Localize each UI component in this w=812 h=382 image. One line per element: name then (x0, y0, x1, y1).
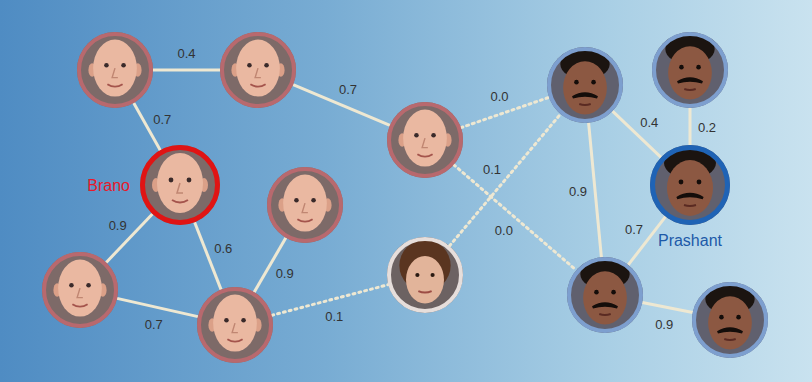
similarity-edge (106, 214, 152, 263)
similarity-edge (454, 165, 576, 270)
face-ring (650, 145, 730, 225)
similarity-score: 0.4 (640, 115, 658, 130)
similarity-score: 0.7 (153, 112, 171, 127)
similarity-score: 0.9 (569, 184, 587, 199)
similarity-edge (613, 111, 662, 157)
face-node (197, 287, 273, 363)
face-ring (652, 32, 728, 108)
face-ring (547, 47, 623, 123)
face-node (652, 32, 728, 108)
similarity-edge (117, 298, 198, 316)
face-node: Brano (140, 145, 220, 225)
similarity-score: 0.6 (214, 241, 232, 256)
similarity-score: 0.7 (625, 222, 643, 237)
similarity-edge (589, 123, 602, 257)
face-node (387, 102, 463, 178)
face-ring (220, 32, 296, 108)
face-node (567, 257, 643, 333)
face-ring (567, 257, 643, 333)
similarity-score: 0.1 (483, 162, 501, 177)
face-node (387, 237, 463, 313)
similarity-score: 0.7 (145, 317, 163, 332)
face-ring (77, 32, 153, 108)
face-node (547, 47, 623, 123)
similarity-score: 0.7 (339, 82, 357, 97)
similarity-score: 0.0 (490, 89, 508, 104)
similarity-edge (449, 114, 560, 246)
similarity-score: 0.2 (698, 120, 716, 135)
similarity-score: 0.1 (325, 309, 343, 324)
face-ring (140, 145, 220, 225)
similarity-score: 0.9 (109, 218, 127, 233)
similarity-edge (254, 238, 286, 292)
similarity-edge (134, 103, 161, 150)
similarity-score: 0.4 (177, 46, 195, 61)
face-node (42, 252, 118, 328)
face-node (77, 32, 153, 108)
similarity-score: 0.9 (276, 266, 294, 281)
similarity-edge (689, 108, 692, 145)
face-node: Prashant (650, 145, 730, 225)
face-ring (197, 287, 273, 363)
person-name: Prashant (658, 231, 722, 250)
similarity-edge (153, 69, 220, 72)
face-ring (387, 102, 463, 178)
person-name: Brano (87, 176, 130, 195)
similarity-edge (642, 302, 692, 312)
face-ring (267, 167, 343, 243)
face-ring (692, 282, 768, 358)
similarity-score: 0.0 (495, 223, 513, 238)
face-ring (42, 252, 118, 328)
face-node (220, 32, 296, 108)
face-ring (387, 237, 463, 313)
face-node (267, 167, 343, 243)
similarity-score: 0.9 (655, 317, 673, 332)
face-node (692, 282, 768, 358)
